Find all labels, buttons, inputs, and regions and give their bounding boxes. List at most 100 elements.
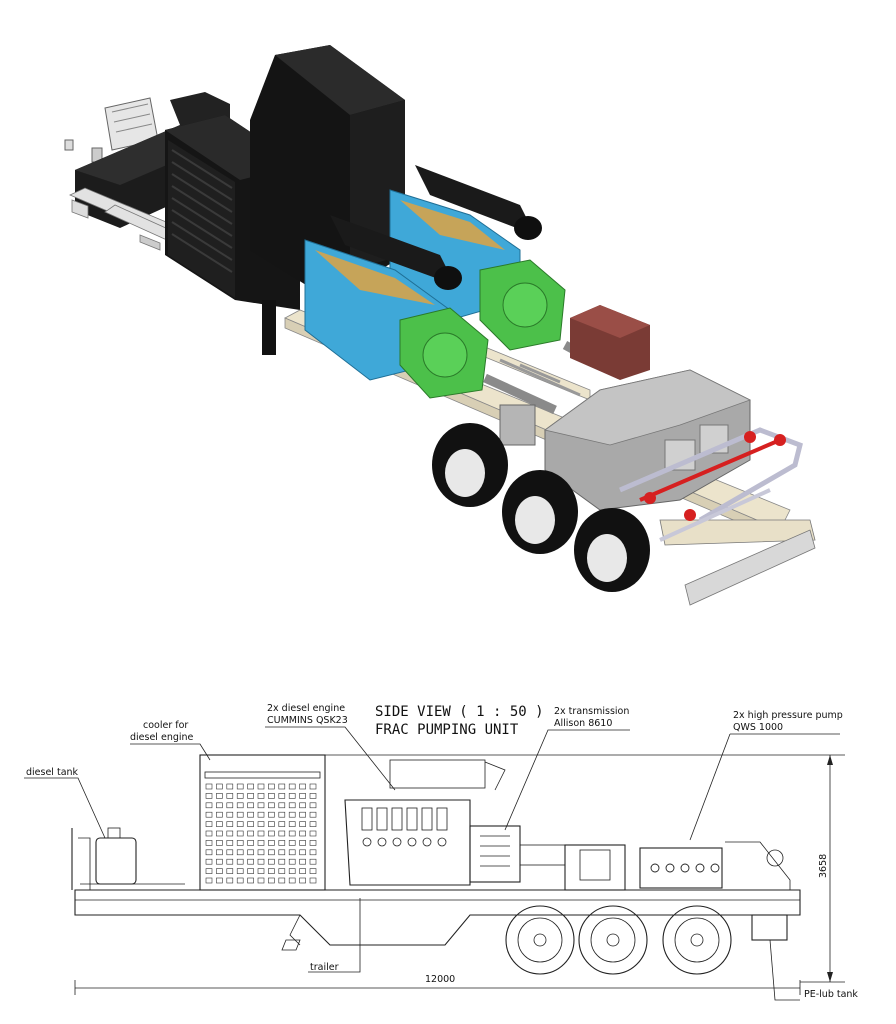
- cooler-grid-cell: [205, 802, 213, 809]
- engine-cylinders: [361, 807, 448, 847]
- cooler-grid-cell: [309, 811, 317, 818]
- cooler-grid-cell: [288, 793, 296, 799]
- cooler-grid-cell: [216, 868, 223, 874]
- cooler-grid-cell: [236, 783, 244, 790]
- cooler-grid-cell: [268, 868, 275, 874]
- cooler-grid-cell: [226, 858, 234, 865]
- cooler-grid-cell: [309, 793, 317, 799]
- cooler-grid-cell: [278, 821, 286, 827]
- cooler-grid-cell: [247, 793, 254, 799]
- cooler-grid-cell: [268, 811, 275, 818]
- cooler-grid-cell: [205, 840, 213, 846]
- cooler-grid-cell: [257, 868, 265, 874]
- isometric-3d-render: [64, 45, 816, 606]
- cooler-grid-cell: [216, 877, 223, 884]
- engine-bolt: [407, 837, 417, 847]
- trailer-wheels-3d: [432, 423, 650, 592]
- cooler-grid-cell: [236, 877, 244, 884]
- cooler-grid-cell: [278, 868, 286, 874]
- side-view-drawing: SIDE VIEW ( 1 : 50 ) FRAC PUMPING UNIT 2…: [24, 703, 858, 1001]
- engine-bolt: [437, 837, 447, 847]
- engine-cylinder: [406, 807, 418, 831]
- engine-bolt: [377, 837, 387, 847]
- cooler-grid: [205, 783, 317, 884]
- cooler-grid-cell: [278, 840, 286, 846]
- cooler-grid-cell: [278, 811, 286, 818]
- cooler-grid-cell: [288, 877, 296, 884]
- cooler-grid-cell: [309, 802, 317, 809]
- cooler-grid-cell: [299, 858, 306, 865]
- cooler-grid-cell: [205, 821, 213, 827]
- label-cooler-line1: cooler for: [143, 720, 188, 731]
- cooler-grid-cell: [309, 868, 317, 874]
- cooler-grid-cell: [299, 802, 306, 809]
- engine-bolt: [422, 837, 432, 847]
- cooler-grid-cell: [268, 840, 275, 846]
- leader-lines: [24, 726, 840, 1001]
- wheel-hub: [533, 933, 547, 947]
- cooler-grid-cell: [299, 783, 306, 790]
- cooler-grid-cell: [278, 783, 286, 790]
- cooler-grid-cell: [226, 840, 234, 846]
- label-diesel-tank: diesel tank: [26, 767, 79, 778]
- cooler-grid-cell: [236, 821, 244, 827]
- cooler-grid-cell: [236, 858, 244, 865]
- cooler-grid-cell: [205, 811, 213, 818]
- cooler-grid-cell: [268, 821, 275, 827]
- cooler-grid-cell: [226, 811, 234, 818]
- dimension-lines: [74, 754, 845, 995]
- pump-plunger: [695, 863, 705, 873]
- label-trailer: trailer: [310, 962, 339, 973]
- cooler-grid-cell: [216, 811, 223, 818]
- cooler-grid-cell: [288, 821, 296, 827]
- cooler-grid-cell: [226, 849, 234, 856]
- cooler-grid-cell: [236, 802, 244, 809]
- engine-bolt: [392, 837, 402, 847]
- cooler-grid-cell: [236, 811, 244, 818]
- cooler-grid-cell: [288, 858, 296, 865]
- cooler-grid-cell: [257, 830, 265, 837]
- wheel-rim: [674, 917, 720, 963]
- cooler-grid-cell: [268, 793, 275, 799]
- engine-cylinder: [361, 807, 373, 831]
- pump-plunger: [665, 863, 675, 873]
- cooler-grid-cell: [268, 830, 275, 837]
- pump-side: [564, 841, 791, 891]
- cooler-grid-cell: [216, 783, 223, 790]
- brown-equipment-box: [570, 305, 650, 380]
- cooler-grid-cell: [288, 783, 296, 790]
- cooler-grid-cell: [309, 877, 317, 884]
- cooler-grid-cell: [257, 877, 265, 884]
- dimension-length: 12000: [425, 974, 455, 985]
- cooler-grid-cell: [247, 802, 254, 809]
- cooler-grid-cell: [236, 793, 244, 799]
- cooler-grid-cell: [216, 830, 223, 837]
- trailer-frame-side: [71, 828, 801, 951]
- cooler-grid-cell: [278, 802, 286, 809]
- cooler-grid-cell: [268, 877, 275, 884]
- engine-cylinder: [391, 807, 403, 831]
- engine-cylinder: [436, 807, 448, 831]
- cooler-grid-cell: [257, 821, 265, 827]
- manifold-piping: [619, 427, 803, 542]
- cooler-grid-cell: [205, 877, 213, 884]
- engine-cylinder: [421, 807, 433, 831]
- wheel-rim: [590, 917, 636, 963]
- cooler-grid-cell: [278, 830, 286, 837]
- engine-cylinder: [376, 807, 388, 831]
- cooler-grid-cell: [257, 793, 265, 799]
- cooler-grid-cell: [278, 793, 286, 799]
- wheel-rim: [517, 917, 563, 963]
- cooler-grid-cell: [247, 811, 254, 818]
- engine-bolt: [362, 837, 372, 847]
- cooler-grid-cell: [299, 793, 306, 799]
- cooler-grid-cell: [247, 783, 254, 790]
- cooler-grid-cell: [268, 783, 275, 790]
- wheel-tire: [505, 905, 575, 975]
- cooler-grid-cell: [288, 802, 296, 809]
- cooler-grid-cell: [309, 849, 317, 856]
- label-engine-line2: CUMMINS QSK23: [267, 715, 348, 726]
- label-cooler-line2: diesel engine: [130, 732, 194, 743]
- cooler-grid-cell: [216, 849, 223, 856]
- engine-side: [344, 759, 506, 886]
